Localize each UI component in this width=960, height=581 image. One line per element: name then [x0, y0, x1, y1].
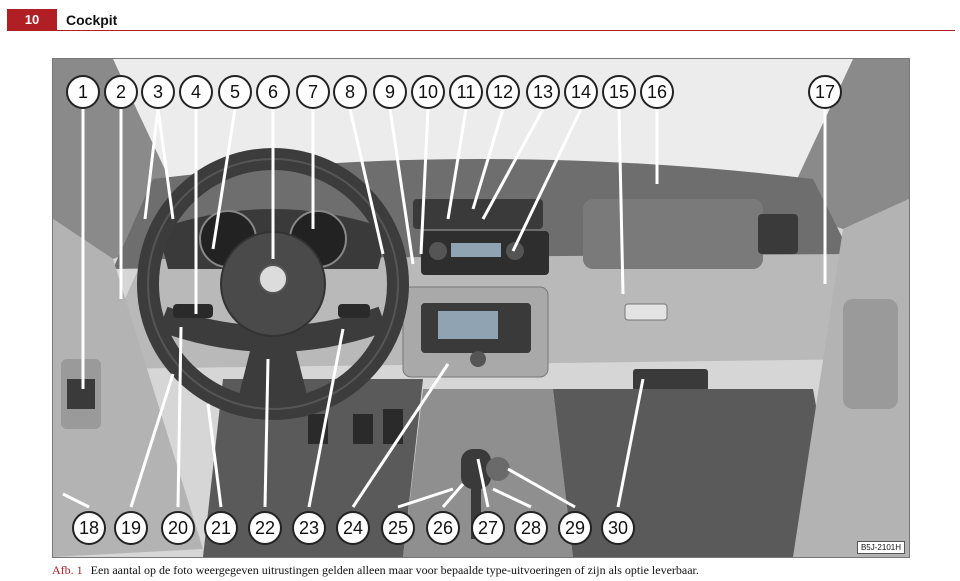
callout-21: 21: [204, 511, 238, 545]
page-number: 10: [7, 9, 57, 31]
callout-19: 19: [114, 511, 148, 545]
callout-4: 4: [179, 75, 213, 109]
callout-13: 13: [526, 75, 560, 109]
callout-12: 12: [486, 75, 520, 109]
header-rule: [57, 30, 955, 31]
callout-18: 18: [72, 511, 106, 545]
callout-16: 16: [640, 75, 674, 109]
callout-24: 24: [336, 511, 370, 545]
page-header: 10 Cockpit: [0, 9, 960, 33]
figure-caption: Afb. 1 Een aantal op de foto weergegeven …: [52, 563, 699, 578]
callout-1: 1: [66, 75, 100, 109]
callout-2: 2: [104, 75, 138, 109]
callout-30: 30: [601, 511, 635, 545]
callout-22: 22: [248, 511, 282, 545]
callout-3: 3: [141, 75, 175, 109]
callout-17: 17: [808, 75, 842, 109]
callout-5: 5: [218, 75, 252, 109]
callout-11: 11: [449, 75, 483, 109]
callout-14: 14: [564, 75, 598, 109]
callout-28: 28: [514, 511, 548, 545]
callout-29: 29: [558, 511, 592, 545]
figure-caption-text: Een aantal op de foto weergegeven uitrus…: [90, 563, 699, 577]
callout-6: 6: [256, 75, 290, 109]
callout-20: 20: [161, 511, 195, 545]
figure-reference-code: B5J-2101H: [856, 541, 905, 554]
callout-9: 9: [373, 75, 407, 109]
section-title: Cockpit: [66, 12, 118, 28]
callout-7: 7: [296, 75, 330, 109]
cockpit-figure: 1 2 3 4 5 6 7 8 9 10 11 12 13 14 15 16 1…: [52, 58, 910, 558]
callout-10: 10: [411, 75, 445, 109]
callout-15: 15: [602, 75, 636, 109]
callout-26: 26: [426, 511, 460, 545]
callout-25: 25: [381, 511, 415, 545]
callout-27: 27: [471, 511, 505, 545]
callout-8: 8: [333, 75, 367, 109]
figure-label: Afb. 1: [52, 563, 83, 577]
callout-23: 23: [292, 511, 326, 545]
cockpit-illustration: [53, 59, 909, 557]
